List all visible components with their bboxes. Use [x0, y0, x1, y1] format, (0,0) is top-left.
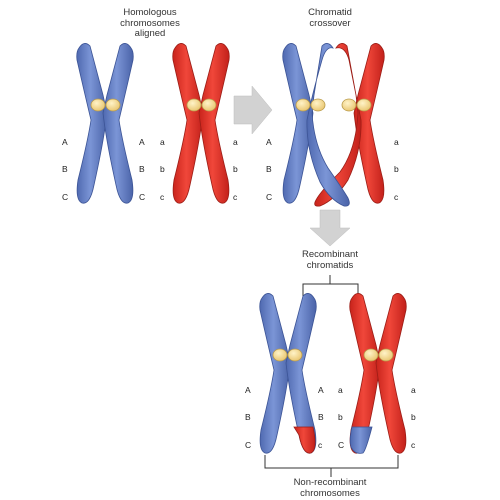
- centromere: [186, 98, 202, 112]
- centromere: [201, 98, 217, 112]
- centromere: [90, 98, 106, 112]
- caption-chromatid-crossover: Chromatid crossover: [308, 7, 352, 29]
- blue-chromatid-right: [102, 43, 134, 204]
- red-segment: [293, 426, 316, 454]
- gene-label: C: [338, 440, 344, 450]
- gene-label: A: [318, 385, 324, 395]
- centromere: [356, 98, 372, 112]
- gene-label: a: [394, 137, 399, 147]
- red-chromatid-right: [198, 43, 230, 204]
- gene-label: A: [62, 137, 68, 147]
- gene-label: a: [160, 137, 165, 147]
- gene-label: c: [394, 192, 399, 202]
- gene-label: A: [139, 137, 145, 147]
- non-recombinant-bracket: [264, 455, 399, 477]
- gene-label: a: [411, 385, 416, 395]
- blue-segment: [349, 426, 373, 454]
- gene-label: c: [233, 192, 238, 202]
- red-chromosome-aligned: [172, 43, 230, 204]
- red-chromatid-right: [353, 43, 385, 204]
- red-chromosome-result: [349, 293, 407, 454]
- gene-label: C: [139, 192, 145, 202]
- gene-label: A: [266, 137, 272, 147]
- gene-label: C: [266, 192, 272, 202]
- blue-chromosome-aligned: [76, 43, 134, 204]
- caption-non-recombinant-chromosomes: Non-recombinant chromosomes: [293, 477, 367, 499]
- centromere: [341, 98, 357, 112]
- centromere: [287, 348, 303, 362]
- gene-label: b: [233, 164, 238, 174]
- gene-label: B: [62, 164, 68, 174]
- blue-chromatid-left: [282, 43, 314, 204]
- blue-chromosome-result: [259, 293, 317, 454]
- blue-chromosome-crossover: [282, 43, 350, 207]
- centromere: [363, 348, 379, 362]
- blue-chromatid-left: [76, 43, 108, 204]
- blue-chromatid-left: [259, 293, 291, 454]
- centromere: [105, 98, 121, 112]
- gene-label: b: [160, 164, 165, 174]
- gene-label: c: [411, 440, 416, 450]
- centromere: [295, 98, 311, 112]
- gene-label: c: [318, 440, 323, 450]
- gene-label: A: [245, 385, 251, 395]
- gene-label: B: [139, 164, 145, 174]
- red-chromatid-left: [172, 43, 204, 204]
- gene-label: b: [394, 164, 399, 174]
- blue-chromatid-crossing: [306, 43, 350, 207]
- recombinant-bracket: [302, 275, 359, 298]
- right-arrow-icon: [233, 85, 273, 135]
- caption-homologous-aligned: Homologous chromosomes aligned: [120, 7, 180, 39]
- gene-label: C: [245, 440, 251, 450]
- red-chromosome-crossover: [314, 43, 385, 207]
- caption-recombinant-chromatids: Recombinant chromatids: [302, 249, 358, 271]
- gene-label: C: [62, 192, 68, 202]
- centromere: [310, 98, 326, 112]
- centromere: [272, 348, 288, 362]
- gene-label: B: [266, 164, 272, 174]
- gene-label: b: [411, 412, 416, 422]
- down-arrow-icon: [309, 209, 351, 247]
- gene-label: b: [338, 412, 343, 422]
- gene-label: B: [245, 412, 251, 422]
- gene-label: a: [233, 137, 238, 147]
- centromere: [378, 348, 394, 362]
- gene-label: a: [338, 385, 343, 395]
- gene-label: B: [318, 412, 324, 422]
- red-chromatid-crossing: [314, 43, 362, 207]
- gene-label: c: [160, 192, 165, 202]
- red-chromatid-right: [375, 293, 407, 454]
